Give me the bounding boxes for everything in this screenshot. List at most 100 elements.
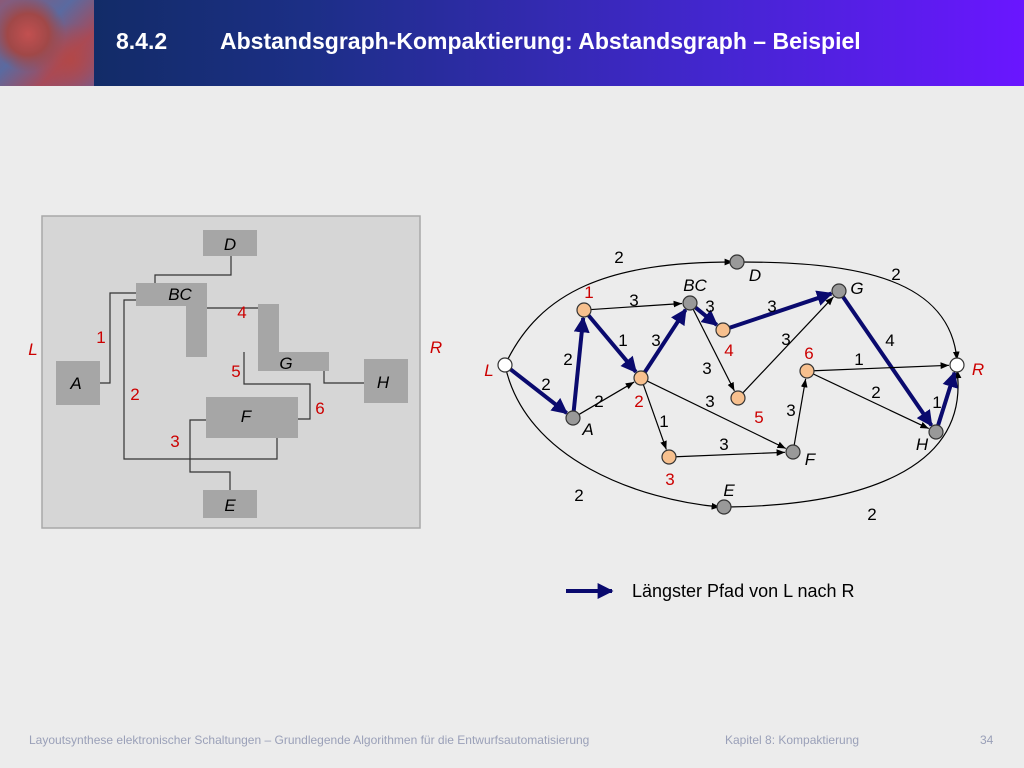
cell-H (364, 359, 408, 403)
graph-edge-L-E (504, 364, 721, 510)
graph-node-A (565, 410, 581, 426)
graph-node-E (716, 499, 732, 515)
graph-node-label-n2: 2 (634, 392, 643, 411)
graph-node-n1 (576, 302, 592, 318)
graph-node-label-H: H (916, 435, 929, 454)
edge-weight-E-R: 2 (867, 505, 876, 524)
layout-label-G: G (279, 354, 292, 373)
edge-weight-n5-G: 3 (781, 330, 790, 349)
cell-A (56, 361, 100, 405)
layout-label-L: L (28, 340, 37, 359)
graph-edge-n2-n3 (642, 384, 667, 450)
layout-label-A: A (69, 374, 81, 393)
cell-F (206, 397, 298, 438)
layout-num-4: 4 (237, 303, 246, 322)
layout-label-D: D (224, 235, 236, 254)
footer-chapter: Kapitel 8: Kompaktierung (725, 733, 860, 747)
graph-node-label-E: E (723, 481, 735, 500)
slide-header: 8.4.2 Abstandsgraph-Kompaktierung: Abstan… (0, 0, 1024, 86)
graph-edge-H-R-longest-path (936, 371, 958, 426)
slide-title: 8.4.2 Abstandsgraph-Kompaktierung: Abstan… (116, 28, 861, 55)
edge-weight-BC-n5: 3 (702, 359, 711, 378)
layout-label-E: E (224, 496, 236, 515)
edge-weight-L-D: 2 (614, 248, 623, 267)
graph-edge-n6-R (813, 362, 950, 372)
graph-node-R (949, 357, 965, 373)
layout-label-BC: BC (168, 285, 192, 304)
graph-node-n3 (661, 449, 677, 465)
edge-weight-n1-n2: 1 (618, 331, 627, 350)
graph-edge-A-n1-longest-path (571, 316, 590, 412)
graph-edge-BC-n5 (692, 308, 735, 392)
graph-node-n2 (633, 370, 649, 386)
graph-node-label-R: R (972, 360, 984, 379)
edge-weight-L-A: 2 (541, 375, 550, 394)
edge-weight-n6-H: 2 (871, 383, 880, 402)
graph-node-label-G: G (850, 279, 863, 298)
graph-edge-n6-H (813, 373, 930, 430)
legend-label: Längster Pfad von L nach R (632, 581, 854, 601)
layout-num-1: 1 (96, 328, 105, 347)
graph-node-F (785, 444, 801, 460)
graph-node-label-BC: BC (683, 276, 707, 295)
edge-weight-A-n2: 2 (594, 392, 603, 411)
layout-label-R: R (430, 338, 442, 357)
graph-node-n6 (799, 363, 815, 379)
edge-weight-H-R: 1 (932, 393, 941, 412)
graph-node-L (497, 357, 513, 373)
graph-edge-n2-BC-longest-path (643, 308, 688, 374)
title-text: Abstandsgraph-Kompaktierung: Abstandsgra… (220, 28, 861, 54)
graph-node-label-F: F (805, 450, 817, 469)
cell-G-leg (258, 304, 279, 371)
edge-weight-L-E: 2 (574, 486, 583, 505)
edge-weight-n1-BC: 3 (629, 291, 638, 310)
layout-wires (100, 256, 364, 490)
graph-edge-n1-n2-longest-path (586, 314, 638, 374)
graph-edge-n2-F (647, 380, 787, 450)
edge-weight-BC-n4: 3 (705, 297, 714, 316)
cell-D (203, 230, 257, 256)
graph-edge-n5-G (742, 296, 834, 394)
layout-label-H: H (377, 373, 390, 392)
graph-node-H (928, 424, 944, 440)
cell-BC-leg (186, 283, 207, 357)
logo-image (0, 0, 94, 86)
graph-edge-A-n2 (578, 381, 635, 415)
layout-num-3: 3 (170, 432, 179, 451)
cell-E (203, 490, 257, 518)
graph-edge-n3-F (675, 449, 786, 458)
edge-weight-n2-F: 3 (705, 392, 714, 411)
graph-edge-E-R (727, 369, 962, 508)
graph-edge-n1-BC (590, 300, 683, 311)
edge-weight-G-H: 4 (885, 331, 894, 350)
graph-edge-D-R (740, 261, 960, 361)
graph-node-D (729, 254, 745, 270)
edge-weight-D-R: 2 (891, 265, 900, 284)
layout-num-2: 2 (130, 385, 139, 404)
edge-weight-n2-BC: 3 (651, 331, 660, 350)
section-number: 8.4.2 (116, 28, 168, 54)
graph-edge-G-H-longest-path (841, 295, 934, 427)
graph-edge-L-D (504, 258, 734, 366)
graph-edge-L-A-longest-path (509, 367, 568, 415)
graph-node-label-L: L (484, 361, 493, 380)
graph-node-BC (682, 295, 698, 311)
layout-num-6: 6 (315, 399, 324, 418)
graph-node-label-n6: 6 (804, 344, 813, 363)
footer-course: Layoutsynthese elektronischer Schaltunge… (29, 733, 590, 747)
graph-node-label-A: A (581, 420, 593, 439)
edge-weight-n3-F: 3 (719, 435, 728, 454)
graph-node-label-n4: 4 (724, 341, 733, 360)
graph-edge-BC-n4-longest-path (694, 305, 719, 327)
graph-edge-n4-G-longest-path (728, 290, 833, 330)
footer-page: 34 (980, 733, 994, 747)
graph-node-n4 (715, 322, 731, 338)
edge-weight-n4-G: 3 (767, 297, 776, 316)
edge-weight-n2-n3: 1 (659, 412, 668, 431)
graph-node-label-n3: 3 (665, 470, 674, 489)
graph-edge-F-n6 (793, 378, 808, 446)
graph-node-label-n5: 5 (754, 408, 763, 427)
layout-label-F: F (241, 407, 253, 426)
